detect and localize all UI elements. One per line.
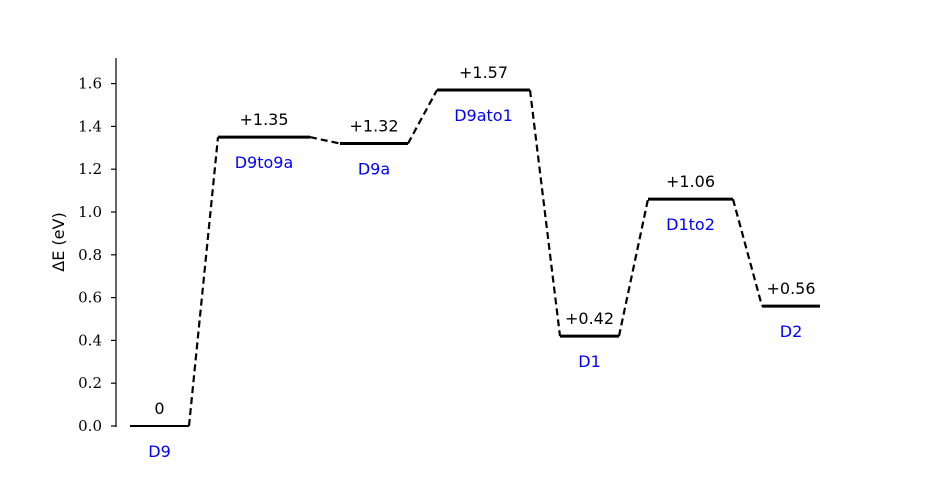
energy-value-label: +0.42 <box>565 309 614 328</box>
state-name-label: D9 <box>148 442 171 461</box>
y-tick-label: 0.8 <box>78 246 102 264</box>
y-tick-label: 0.6 <box>78 289 102 307</box>
y-tick-label: 0.2 <box>78 374 102 392</box>
y-tick-label: 1.4 <box>78 117 102 135</box>
connector-line <box>309 136 341 145</box>
y-tick-label: 1.0 <box>78 203 102 221</box>
energy-value-label: 0 <box>154 399 164 418</box>
y-tick-label: 1.6 <box>78 75 102 93</box>
state-name-label: D9ato1 <box>454 106 513 125</box>
energy-value-label: +1.06 <box>666 172 715 191</box>
state-name-label: D1to2 <box>666 215 715 234</box>
state-name-label: D1 <box>578 352 601 371</box>
connector-line <box>187 136 220 427</box>
connector-line <box>528 89 562 337</box>
energy-value-label: +1.32 <box>349 117 398 136</box>
energy-levels <box>130 88 820 427</box>
energy-value-label: +0.56 <box>766 279 815 298</box>
y-axis-label: ΔE (eV) <box>49 212 68 271</box>
y-tick-label: 0.4 <box>78 331 102 349</box>
state-name-label: D9to9a <box>235 153 294 172</box>
level-labels: 0D9+1.35D9to9a+1.32D9a+1.57D9ato1+0.42D1… <box>148 63 815 461</box>
y-axis: 0.0 0.2 0.4 0.6 0.8 1.0 1.2 1.4 1.6 <box>78 58 117 435</box>
connector-line <box>617 198 650 337</box>
connector-line <box>407 89 438 145</box>
connector-lines <box>187 89 764 427</box>
y-tick-label: 1.2 <box>78 160 102 178</box>
state-name-label: D2 <box>780 322 803 341</box>
state-name-label: D9a <box>358 160 390 179</box>
connector-line <box>731 198 764 307</box>
energy-value-label: +1.57 <box>459 63 508 82</box>
energy-value-label: +1.35 <box>239 110 288 129</box>
y-tick-label: 0.0 <box>78 417 102 435</box>
